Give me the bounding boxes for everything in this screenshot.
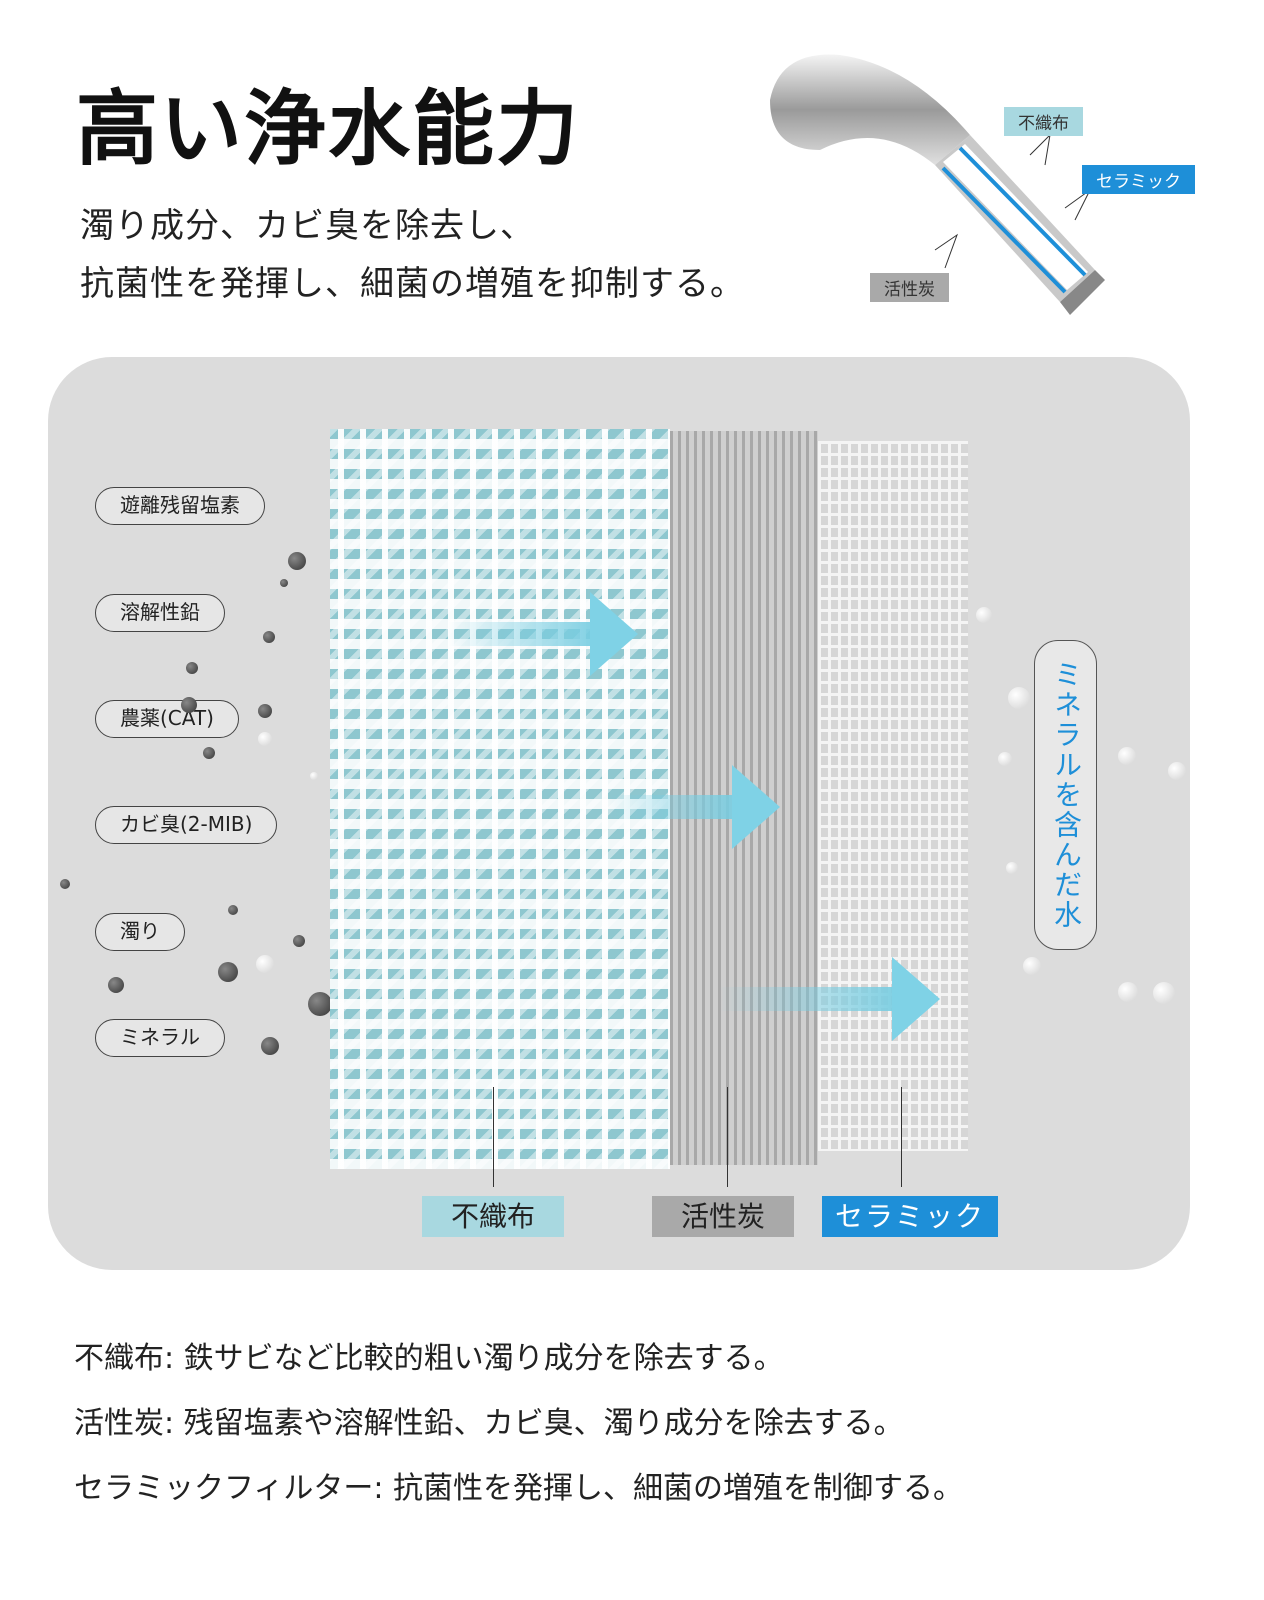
particle <box>1168 762 1186 780</box>
particle <box>60 879 70 889</box>
description-carbon: 活性炭: 残留塩素や溶解性鉛、カビ臭、濁り成分を除去する。 <box>74 1406 904 1441</box>
tag-carbon: 活性炭 <box>870 273 949 302</box>
subtitle-line-1: 濁り成分、カビ臭を除去し、 <box>80 206 535 246</box>
label-ceramic: セラミック <box>822 1196 998 1237</box>
leader-line <box>727 1087 728 1187</box>
particle <box>258 732 272 746</box>
ceramic-layer <box>818 441 968 1151</box>
particle <box>998 752 1012 766</box>
contaminant-label: カビ臭(2-MIB) <box>95 806 278 844</box>
particle <box>976 607 992 623</box>
particle <box>1023 957 1041 975</box>
particle <box>1118 982 1138 1002</box>
particle <box>1006 862 1018 874</box>
particle <box>218 962 238 982</box>
contaminant-label: 農薬(CAT) <box>95 700 239 738</box>
particle <box>263 631 275 643</box>
contaminant-label: 遊離残留塩素 <box>95 487 265 525</box>
description-nonwoven: 不織布: 鉄サビなど比較的粗い濁り成分を除去する。 <box>74 1341 784 1376</box>
flow-arrow-icon <box>608 765 780 849</box>
label-nonwoven: 不織布 <box>422 1196 564 1237</box>
flow-arrow-icon <box>718 957 940 1041</box>
description-ceramic: セラミックフィルター: 抗菌性を発揮し、細菌の増殖を制御する。 <box>74 1471 964 1506</box>
shower-head-illustration <box>760 40 1220 330</box>
particle <box>258 704 272 718</box>
particle <box>280 579 288 587</box>
contaminant-label: ミネラル <box>95 1019 225 1057</box>
label-carbon: 活性炭 <box>652 1196 794 1237</box>
particle <box>310 772 318 780</box>
particle <box>181 697 197 713</box>
contaminant-label: 濁り <box>95 913 185 951</box>
leader-line <box>901 1087 902 1187</box>
subtitle-line-2: 抗菌性を発揮し、細菌の増殖を抑制する。 <box>80 264 745 304</box>
particle <box>1118 747 1136 765</box>
particle <box>186 662 198 674</box>
particle <box>261 1037 279 1055</box>
particle <box>308 992 332 1016</box>
page-title: 高い浄水能力 <box>76 82 581 177</box>
filter-diagram-panel: 遊離残留塩素 溶解性鉛 農薬(CAT) カビ臭(2-MIB) 濁り ミネラル 不… <box>48 357 1190 1270</box>
particle <box>256 955 274 973</box>
particle <box>203 747 215 759</box>
output-water-label: ミネラルを含んだ水 <box>1034 640 1097 950</box>
particle <box>1153 982 1175 1004</box>
flow-arrow-icon <box>448 592 638 676</box>
particle <box>293 935 305 947</box>
tag-ceramic: セラミック <box>1082 165 1195 194</box>
particle <box>108 977 124 993</box>
contaminant-label: 溶解性鉛 <box>95 594 225 632</box>
tag-nonwoven: 不織布 <box>1004 107 1083 136</box>
particle <box>288 552 306 570</box>
particle <box>1008 687 1030 709</box>
leader-line <box>493 1087 494 1187</box>
particle <box>228 905 238 915</box>
